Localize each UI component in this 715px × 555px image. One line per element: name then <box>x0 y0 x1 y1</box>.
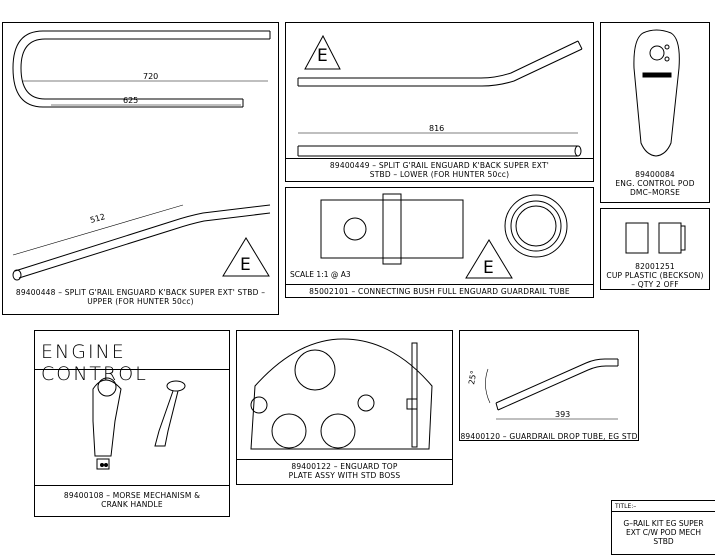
dim-line-512 <box>12 204 184 256</box>
mechanism-bolt <box>104 463 108 467</box>
bush-end-outer <box>504 194 568 258</box>
dim-512: 512 <box>89 212 106 225</box>
crank-knob <box>166 380 186 392</box>
pod-label-plate <box>642 72 672 78</box>
side-view-boss <box>406 398 418 410</box>
pod-screw-hole <box>664 56 670 62</box>
tube-section <box>574 145 582 157</box>
rev-mark: E <box>317 46 328 66</box>
panel-engine-control: ENGINE CONTROL 89400108 – MORSE MECHANIS… <box>34 330 230 517</box>
dim-625: 625 <box>123 96 138 105</box>
panel-top-plate: 89400122 – ENGUARD TOP PLATE ASSY WITH S… <box>236 330 453 485</box>
pod-hole <box>649 45 665 61</box>
dim-720: 720 <box>143 72 158 81</box>
bush-end-bore <box>515 205 557 247</box>
dim-angle: 25° <box>467 370 478 386</box>
dim-816: 816 <box>429 124 444 133</box>
rev-triangle <box>465 239 513 279</box>
tube-section <box>12 269 22 281</box>
top-plate-drawing <box>250 338 433 450</box>
bush-body <box>320 199 464 259</box>
pod-screw-hole <box>664 44 670 50</box>
rev-mark: E <box>483 258 494 278</box>
cup-rim <box>680 225 686 251</box>
upper-guardrail-drawing: 720 625 512 E <box>12 30 271 281</box>
plate-left-boss <box>250 396 268 414</box>
caption-engine: 89400108 – MORSE MECHANISM & CRANK HANDL… <box>63 491 201 509</box>
drop-tube-drawing: 25° 393 <box>467 358 619 420</box>
heading-divider <box>35 369 229 370</box>
caption-pod: 89400084 ENG. CONTROL POD DMC–MORSE <box>615 170 695 197</box>
mechanism-bolt <box>100 463 104 467</box>
lower-tube-top <box>298 40 579 79</box>
caption-divider <box>286 158 593 159</box>
panel-lower-guardrail: E 816 89400449 – SPLIT G'RAIL ENGUARD K'… <box>285 22 594 182</box>
crank-handle <box>154 390 179 447</box>
plate-right-boss <box>357 394 375 412</box>
panel-connecting-bush: E SCALE 1:1 @ A3 85002101 – CONNECTING B… <box>285 187 594 298</box>
connecting-bush-drawing: E <box>320 193 568 279</box>
caption-drop: 89400120 – GUARDRAIL DROP TUBE, EG STD <box>460 432 638 441</box>
plate-outline <box>250 338 433 450</box>
bent-tube-bottom <box>18 212 271 279</box>
panel-control-pod: 89400084 ENG. CONTROL POD DMC–MORSE <box>600 22 710 203</box>
plate-side-view <box>411 342 418 448</box>
plate-right-cutout <box>320 413 356 449</box>
cup-side-body <box>658 222 682 254</box>
mechanism-foot <box>96 458 110 470</box>
bush-end-ring <box>510 200 562 252</box>
rev-mark: E <box>240 255 251 275</box>
morse-mechanism <box>92 379 122 457</box>
u-tube-outer <box>12 30 270 108</box>
engine-control-drawing <box>92 377 186 470</box>
rev-triangle <box>222 237 270 277</box>
caption-cup: 82001251 CUP PLASTIC (BECKSON) – QTY 2 O… <box>606 262 704 289</box>
title-block: TITLE:– G–RAIL KIT EG SUPER EXT C/W POD … <box>611 500 715 555</box>
dim-393: 393 <box>555 410 570 419</box>
drop-tube-bottom <box>497 365 618 411</box>
lower-tube-bottom <box>298 48 583 87</box>
caption-divider <box>35 485 229 486</box>
bent-tube-top <box>14 204 271 272</box>
control-pod-drawing <box>633 29 680 157</box>
caption-upper: 89400448 – SPLIT G'RAIL ENGUARD K'BACK S… <box>15 288 266 306</box>
tube-end <box>495 402 499 411</box>
plate-centre-cutout <box>294 349 336 391</box>
cup-body <box>625 222 649 254</box>
caption-divider <box>237 459 452 460</box>
bush-collar <box>382 193 402 265</box>
drop-tube-top <box>495 358 618 404</box>
title-divider <box>612 511 715 512</box>
plate-left-cutout <box>271 413 307 449</box>
panel-drop-tube: 25° 393 89400120 – GUARDRAIL DROP TUBE, … <box>459 330 639 441</box>
lower-guardrail-drawing: E 816 <box>297 34 583 157</box>
caption-lower: 89400449 – SPLIT G'RAIL ENGUARD K'BACK S… <box>329 161 550 179</box>
tube-end <box>577 40 583 50</box>
caption-plate: 89400122 – ENGUARD TOP PLATE ASSY WITH S… <box>288 462 401 480</box>
bush-hole <box>343 217 367 241</box>
plastic-cup-drawing <box>625 222 686 254</box>
scale-note: SCALE 1:1 @ A3 <box>290 270 351 279</box>
pod-outline <box>633 29 680 157</box>
title-label: TITLE:– <box>615 503 637 510</box>
rev-triangle <box>304 34 341 70</box>
caption-bush: 85002101 – CONNECTING BUSH FULL ENGUARD … <box>309 287 570 296</box>
mechanism-hub <box>97 377 117 397</box>
title-text: G–RAIL KIT EG SUPER EXT C/W POD MECH STB… <box>623 519 704 546</box>
panel-upper-guardrail: 720 625 512 E 89400448 – SPLIT G'RAIL EN… <box>2 22 279 315</box>
angle-arc <box>485 368 491 404</box>
panel-plastic-cup: 82001251 CUP PLASTIC (BECKSON) – QTY 2 O… <box>600 208 710 290</box>
caption-divider <box>286 284 593 285</box>
u-tube-inner <box>20 38 270 100</box>
engine-control-heading: ENGINE CONTROL <box>41 341 148 385</box>
